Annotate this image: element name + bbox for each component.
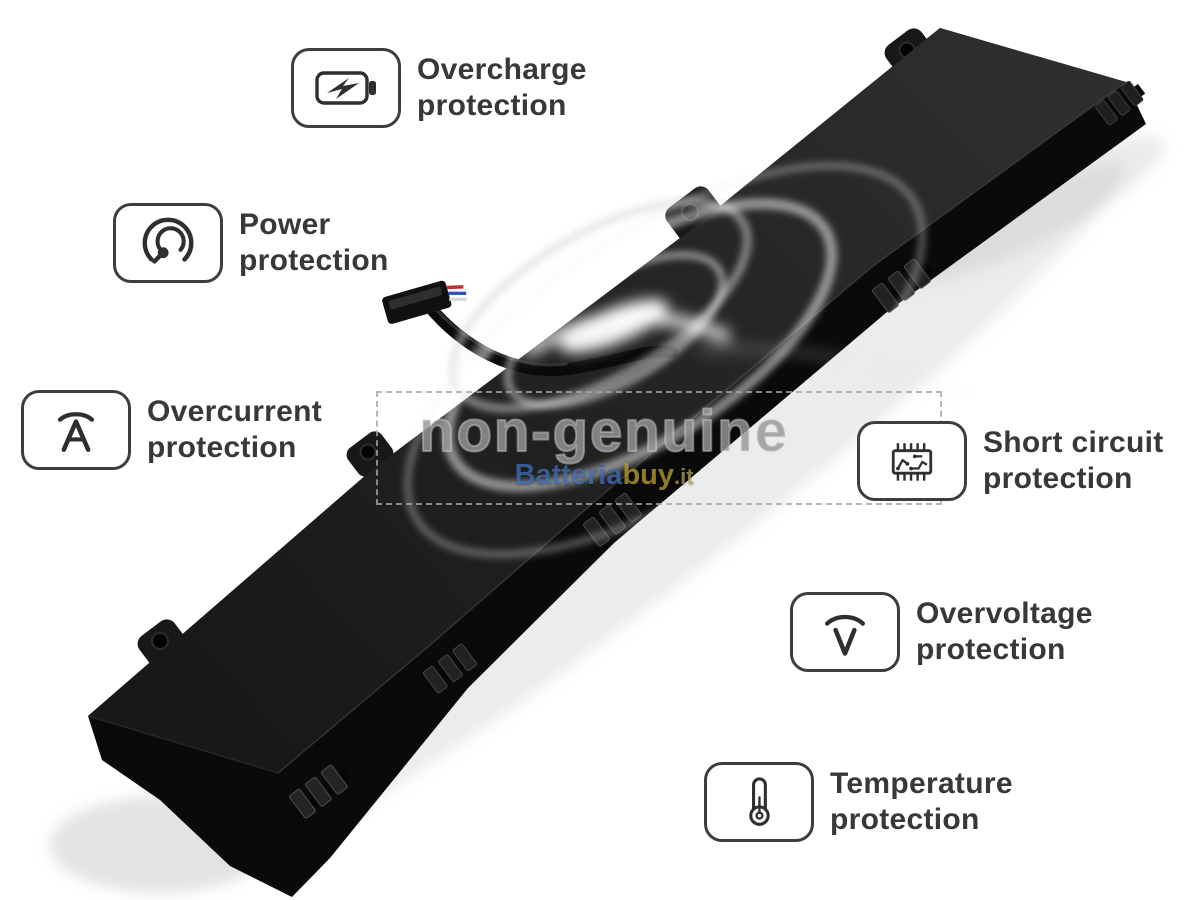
thermometer-icon [749, 777, 770, 826]
screw-hole [151, 632, 169, 650]
feature-label: Short circuit protection [983, 425, 1164, 497]
feature-label-line2: protection [830, 803, 980, 836]
icon-box [704, 762, 814, 842]
battery-edge-highlight [277, 81, 1127, 774]
watermark-text: non-genuine [418, 399, 789, 464]
wire-white [449, 297, 467, 301]
brand-part-buy: buy [622, 459, 674, 491]
feature-label: Overvoltage protection [916, 596, 1093, 668]
icon-box [790, 592, 900, 672]
feature-label: Overcurrent protection [147, 394, 322, 466]
feature-overvoltage-protection: Overvoltage protection [790, 592, 1093, 672]
feature-label-line1: Overcharge [417, 53, 587, 86]
feature-label: Temperature protection [830, 766, 1013, 838]
icon-box [113, 203, 223, 283]
icon-box [21, 390, 131, 470]
battery-top-face [88, 28, 1126, 773]
feature-short-circuit-protection: Short circuit protection [857, 421, 1164, 501]
voltage-arc-icon [825, 614, 865, 656]
watermark-brand: Batteriabuy.it [514, 460, 693, 492]
power-gauge-icon [142, 217, 194, 264]
ampere-arc-icon [57, 412, 95, 452]
cable-connector-head [382, 280, 467, 324]
feature-label: Power protection [239, 207, 389, 279]
icon-box [291, 48, 401, 128]
feature-label-line2: protection [983, 462, 1133, 495]
brand-part-it: .it [674, 464, 694, 489]
feature-label-line2: protection [147, 431, 297, 464]
feature-label-line1: Temperature [830, 767, 1013, 800]
feature-power-protection: Power protection [113, 203, 389, 283]
feature-overcurrent-protection: Overcurrent protection [21, 390, 322, 470]
feature-label-line2: protection [239, 244, 389, 277]
feature-label-line1: Overcurrent [147, 395, 323, 428]
icon-box [857, 421, 967, 501]
wire-red [446, 285, 464, 290]
screw-hole [359, 443, 377, 461]
feature-label-line2: protection [417, 89, 567, 122]
battery-left-edge [87, 715, 279, 774]
battery-charging-icon [315, 71, 376, 105]
feature-label: Overcharge protection [417, 52, 587, 124]
feature-label-line1: Power [239, 208, 331, 241]
brand-part-batteria: Batteria [514, 459, 623, 491]
circuit-chip-icon [891, 443, 933, 481]
feature-overcharge-protection: Overcharge protection [291, 48, 587, 128]
wire-blue [448, 291, 467, 295]
glare-swirl [403, 161, 963, 559]
feature-label-line1: Overvoltage [916, 597, 1093, 630]
feature-label-line1: Short circuit [983, 426, 1164, 459]
watermark-dashed-border: non-genuine Batteriabuy.it [376, 391, 942, 505]
watermark: non-genuine Batteriabuy.it [378, 393, 830, 503]
feature-temperature-protection: Temperature protection [704, 762, 1013, 842]
feature-label-line2: protection [916, 633, 1066, 666]
